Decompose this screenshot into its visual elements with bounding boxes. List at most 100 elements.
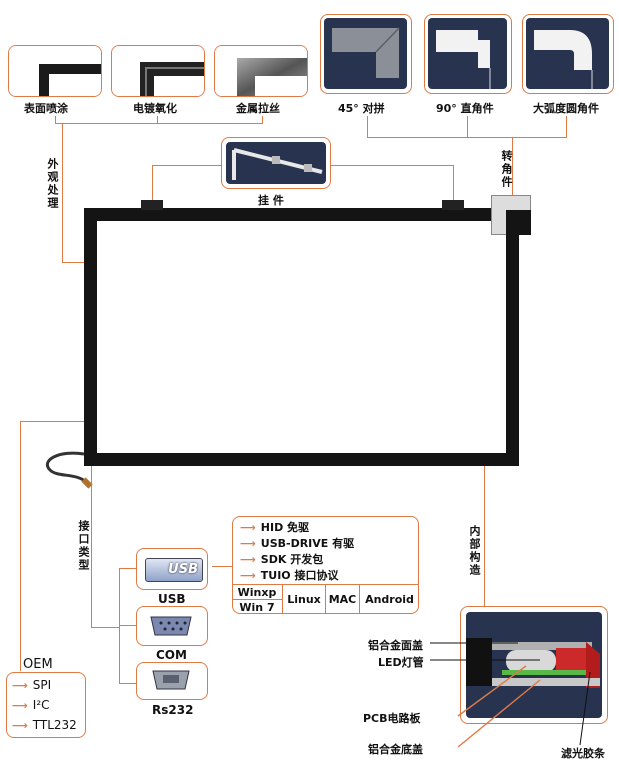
os-android: Android: [365, 593, 414, 606]
oem-spi: ⟶ SPI: [12, 678, 51, 692]
arrow-icon: ⟶: [12, 678, 28, 692]
hanger-clip-right: [442, 200, 464, 210]
hanger-line-left-v: [152, 165, 154, 201]
corner-arc-image: [534, 30, 593, 89]
finish-bracket-h: [55, 123, 263, 125]
hanger-label: 挂 件: [258, 194, 284, 207]
oem-ttl232-text: TTL232: [32, 718, 77, 732]
rs232-connector-icon: [152, 670, 190, 690]
oem-i2c-text: I²C: [32, 698, 50, 712]
com-label: COM: [156, 648, 187, 662]
part-filter-strip: 滤光胶条: [561, 747, 605, 760]
oem-title: OEM: [23, 657, 53, 672]
feature-hid-text: HID 免驱: [260, 521, 310, 534]
finish-label-spray: 表面喷涂: [24, 102, 68, 115]
os-mac: MAC: [328, 593, 357, 606]
touch-frame: [84, 208, 519, 466]
oem-ttl232: ⟶ TTL232: [12, 718, 77, 732]
os-win7: Win 7: [239, 600, 275, 614]
hanger-line-right-v: [453, 165, 455, 201]
port-tick-usb: [119, 568, 137, 570]
internal-line-v: [484, 466, 486, 608]
port-tick-com: [119, 625, 137, 627]
corner-swatch-arc: [522, 14, 614, 94]
corner-tick-2: [467, 116, 469, 137]
feature-usb-drive: ⟶ USB-DRIVE 有驱: [240, 535, 354, 551]
interface-type-label: 接口类型: [77, 520, 90, 572]
usb-cable: [46, 451, 93, 489]
feature-usb-drive-text: USB-DRIVE 有驱: [260, 537, 355, 550]
part-led: LED灯管: [378, 656, 424, 669]
oem-line-v: [20, 421, 22, 671]
oem-box: [6, 672, 86, 738]
usb-port-box: USB: [136, 548, 208, 590]
rs232-label: Rs232: [152, 703, 194, 717]
hanger-image: [232, 148, 323, 180]
internal-structure-label: 内部构造: [468, 525, 481, 577]
oem-line-h: [20, 421, 84, 423]
corner-tick-1: [367, 116, 369, 137]
corner-tick-3: [566, 116, 568, 137]
com-port-box: [136, 606, 208, 646]
brushed-finish-image: [215, 46, 307, 96]
part-bottom-cover: 铝合金底盖: [368, 743, 423, 756]
port-tick-rs232: [119, 683, 137, 685]
finish-tick-1: [55, 116, 57, 123]
corner-label-90: 90° 直角件: [436, 102, 494, 115]
corner-piece-label: 转角件: [500, 150, 513, 189]
feature-tuio-text: TUIO 接口协议: [260, 569, 339, 582]
corner-label-45: 45° 对拼: [338, 102, 385, 115]
corner-bracket-h: [367, 137, 567, 139]
corner-bracket-v: [512, 137, 514, 195]
oem-spi-text: SPI: [32, 678, 52, 692]
hanger-clip-left: [141, 200, 163, 210]
finish-swatch-spray: [8, 45, 102, 97]
interface-line-h: [91, 627, 119, 629]
spray-finish-image: [9, 46, 101, 96]
os-winxp: Winxp: [237, 585, 277, 599]
arrow-icon: ⟶: [240, 552, 256, 566]
finish-bracket-v: [62, 123, 64, 263]
com-connector-icon: [150, 616, 192, 636]
corner-90-image: [436, 30, 491, 89]
rs232-port-box: [136, 662, 208, 700]
finish-label-plating: 电镀氧化: [133, 102, 177, 115]
appearance-treatment-label: 外观处理: [46, 158, 59, 210]
part-pcb: PCB电路板: [363, 712, 421, 725]
usb-logo-icon: USB: [145, 558, 203, 582]
corner-45-image: [332, 27, 400, 78]
corner-swatch-45: [320, 14, 412, 94]
part-leader-lines: [430, 642, 591, 748]
finish-swatch-plating: [111, 45, 205, 97]
arrow-icon: ⟶: [12, 698, 28, 712]
finish-tick-2: [157, 116, 159, 123]
feature-sdk-text: SDK 开发包: [260, 553, 324, 566]
usb-logo-text: USB: [168, 562, 198, 577]
os-sep-1: [282, 584, 284, 614]
hanger-line-right-h: [330, 165, 454, 167]
usb-label: USB: [158, 592, 186, 606]
oem-i2c: ⟶ I²C: [12, 698, 50, 712]
finish-bracket-to-frame: [62, 262, 88, 264]
feature-sdk: ⟶ SDK 开发包: [240, 551, 323, 567]
arrow-icon: ⟶: [240, 536, 256, 550]
finish-tick-3: [262, 116, 264, 123]
feature-tuio: ⟶ TUIO 接口协议: [240, 567, 339, 583]
finish-label-brushed: 金属拉丝: [236, 102, 280, 115]
arrow-icon: ⟶: [240, 520, 256, 534]
interface-line-v: [91, 466, 93, 628]
hanger-box: [221, 137, 331, 189]
arrow-icon: ⟶: [240, 568, 256, 582]
os-sep-3: [359, 584, 361, 614]
os-linux: Linux: [287, 593, 321, 606]
arrow-icon: ⟶: [12, 718, 28, 732]
os-sep-2: [325, 584, 327, 614]
corner-label-arc: 大弧度圆角件: [533, 102, 599, 115]
part-face-cover: 铝合金面盖: [368, 639, 423, 652]
hanger-line-left-h: [152, 165, 222, 167]
feature-hid: ⟶ HID 免驱: [240, 519, 309, 535]
os-win-divider: [232, 599, 282, 601]
corner-swatch-90: [424, 14, 512, 94]
corner-piece-marker: [491, 195, 531, 235]
plating-finish-image: [112, 46, 204, 96]
